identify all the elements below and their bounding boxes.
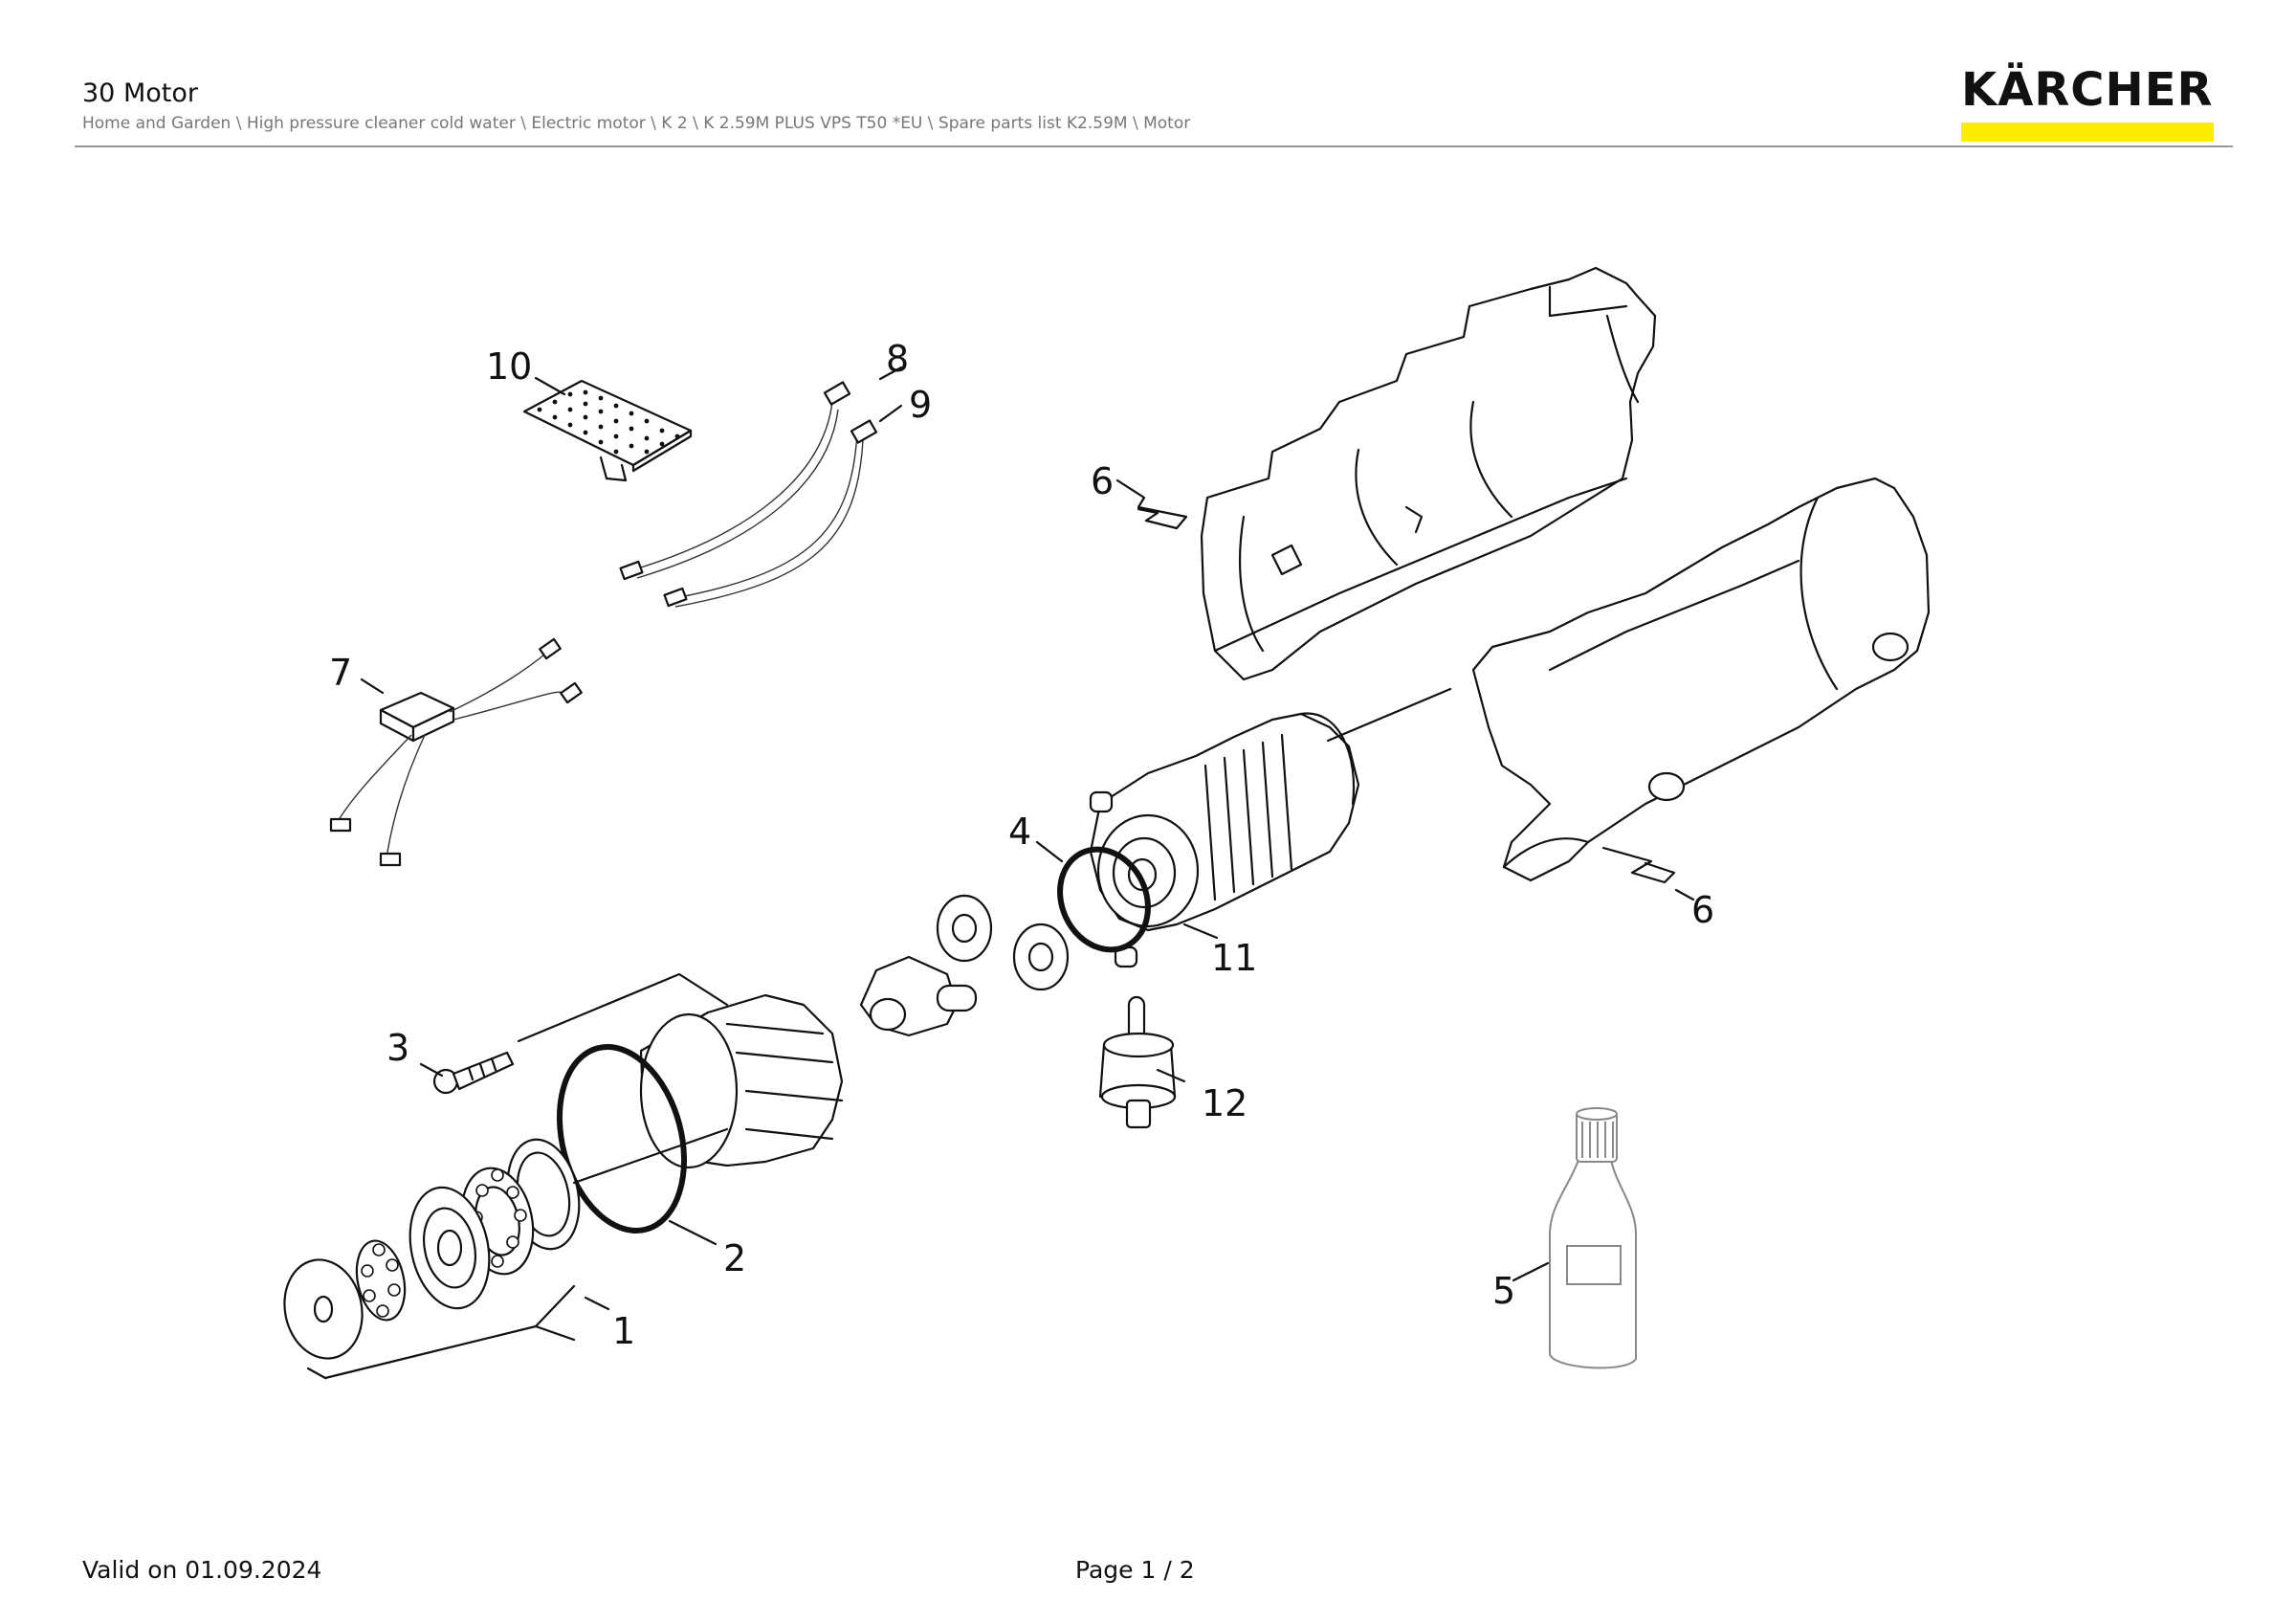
part-9-cable[interactable] <box>663 419 878 608</box>
logo-wordmark: KÄRCHER <box>1961 63 2214 117</box>
logo-yellow-bar <box>1961 122 2214 142</box>
part-12-connector[interactable] <box>1098 995 1177 1129</box>
part-3-screw[interactable] <box>432 1051 515 1095</box>
callout-1: 1 <box>612 1310 635 1352</box>
leader-lines <box>360 366 1695 1311</box>
part-8-cable[interactable] <box>619 381 851 581</box>
part-2-o-ring[interactable] <box>541 1033 704 1244</box>
callout-9: 9 <box>909 384 932 426</box>
callout-6-upper: 6 <box>1091 460 1114 502</box>
part-10-filter-pad[interactable] <box>522 379 693 482</box>
part-1-swash-assembly[interactable] <box>276 1133 588 1380</box>
callout-11: 11 <box>1211 937 1257 979</box>
gear-assembly <box>859 894 1070 1037</box>
callout-4: 4 <box>1008 811 1031 853</box>
part-7-capacitor[interactable] <box>329 637 583 867</box>
callout-12: 12 <box>1202 1082 1247 1124</box>
callout-5: 5 <box>1492 1270 1515 1312</box>
part-11-motor[interactable] <box>1089 712 1360 968</box>
part-4-o-ring[interactable] <box>1044 834 1163 964</box>
callout-10: 10 <box>486 345 532 388</box>
callout-7: 7 <box>329 652 352 694</box>
callout-6-lower: 6 <box>1691 889 1714 931</box>
callout-3: 3 <box>386 1027 409 1069</box>
callout-labels: 1 2 3 4 5 6 6 7 8 9 10 11 12 <box>329 338 1714 1352</box>
part-6-lower-housing[interactable] <box>1471 477 1931 882</box>
header-divider <box>75 145 2233 147</box>
part-5-oil-bottle[interactable] <box>1549 1107 1637 1369</box>
pump-head-housing <box>639 993 844 1169</box>
part-6-upper-housing[interactable] <box>1200 266 1657 681</box>
callout-2: 2 <box>723 1237 746 1279</box>
callout-8: 8 <box>886 338 909 380</box>
breadcrumb: Home and Garden \ High pressure cleaner … <box>82 114 1191 133</box>
page-number: Page 1 / 2 <box>1075 1556 1195 1584</box>
page-title: 30 Motor <box>82 78 198 108</box>
validity-date: Valid on 01.09.2024 <box>82 1556 322 1584</box>
brand-logo: KÄRCHER <box>1961 63 2216 142</box>
